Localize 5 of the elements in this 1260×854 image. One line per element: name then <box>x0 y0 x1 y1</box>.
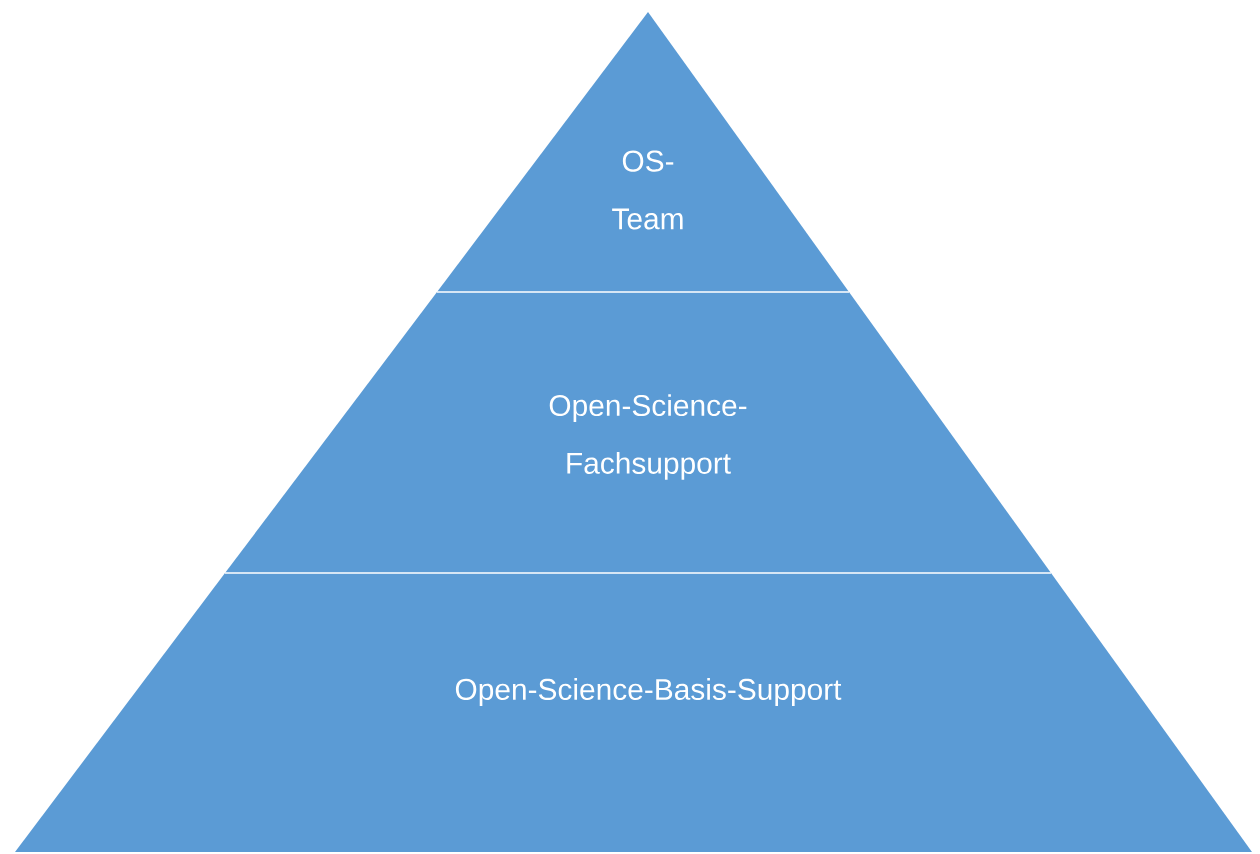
node-label: Open-Science-Basis-Support <box>455 678 842 706</box>
node-label: OS- Team <box>612 150 683 230</box>
pyramid-level: Open-Science-Basis-Support <box>15 573 1252 852</box>
pyramid-level: OS- Team <box>437 12 849 292</box>
node-label: Open-Science- Fachsupport <box>549 394 747 480</box>
